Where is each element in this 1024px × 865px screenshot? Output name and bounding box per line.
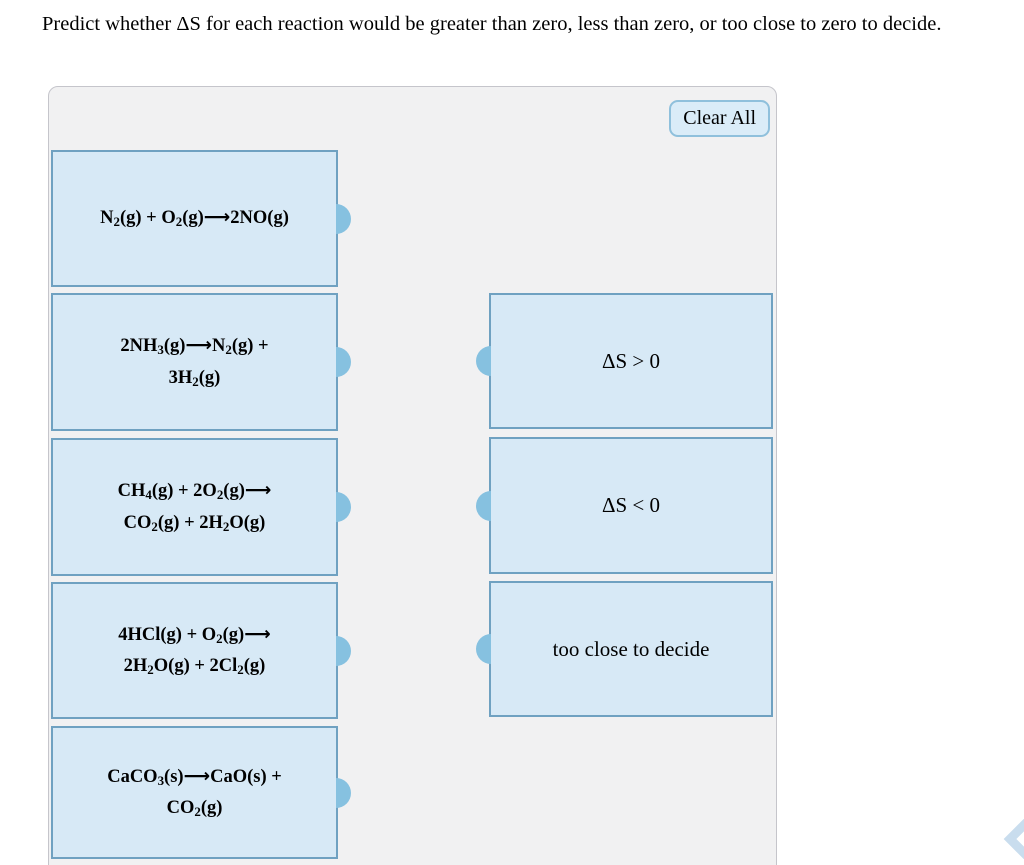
reaction-card[interactable]: CH4(g) + 2O2(g)⟶ CO2(g) + 2H2O(g) <box>51 438 351 576</box>
reaction-card[interactable]: CaCO3(s)⟶CaO(s) + CO2(g) <box>51 726 351 859</box>
answer-label: ΔS < 0 <box>601 493 661 517</box>
formula-line: N2(g) + O2(g)⟶2NO(g) <box>100 207 289 230</box>
instruction-text: Predict whether ΔS for each reaction wou… <box>42 13 942 35</box>
reaction-card[interactable]: 2NH3(g)⟶N2(g) + 3H2(g) <box>51 293 351 431</box>
connector-socket-icon <box>476 634 491 664</box>
clear-all-button[interactable]: Clear All <box>669 100 770 137</box>
formula-line: 2NH3(g)⟶N2(g) + <box>120 335 269 358</box>
reaction-formula: 2NH3(g)⟶N2(g) + 3H2(g) <box>110 330 278 394</box>
connector-tab-icon <box>336 635 351 666</box>
formula-line: CO2(g) <box>166 798 223 820</box>
connector-tab-icon <box>336 347 351 377</box>
connector-tab-icon <box>336 777 351 808</box>
answer-target[interactable]: ΔS > 0 <box>476 293 773 429</box>
matching-panel: Clear All N2(g) + O2(g)⟶2NO(g) 2NH3(g)⟶N… <box>48 86 777 865</box>
answer-label: ΔS > 0 <box>601 348 661 373</box>
connector-socket-icon <box>476 346 491 376</box>
connector-tab-icon <box>336 203 351 234</box>
reaction-card[interactable]: N2(g) + O2(g)⟶2NO(g) <box>51 150 351 287</box>
formula-line: 2H2O(g) + 2Cl2(g) <box>123 656 266 678</box>
connector-socket-icon <box>476 490 491 521</box>
formula-line: 4HCl(g) + O2(g)⟶ <box>118 623 271 646</box>
formula-line: CaCO3(s)⟶CaO(s) + <box>107 765 282 788</box>
reaction-formula: CaCO3(s)⟶CaO(s) + CO2(g) <box>97 761 292 825</box>
connector-tab-icon <box>336 492 351 522</box>
reaction-card[interactable]: 4HCl(g) + O2(g)⟶ 2H2O(g) + 2Cl2(g) <box>51 582 351 719</box>
reaction-formula: 4HCl(g) + O2(g)⟶ 2H2O(g) + 2Cl2(g) <box>108 619 280 683</box>
reaction-formula: CH4(g) + 2O2(g)⟶ CO2(g) + 2H2O(g) <box>108 475 282 539</box>
answer-label: too close to decide <box>552 636 710 661</box>
reaction-formula: N2(g) + O2(g)⟶2NO(g) <box>90 202 299 234</box>
answer-target[interactable]: too close to decide <box>476 581 773 717</box>
answer-target[interactable]: ΔS < 0 <box>476 437 773 574</box>
formula-line: CH4(g) + 2O2(g)⟶ <box>117 480 272 503</box>
formula-line: 3H2(g) <box>168 367 221 389</box>
formula-line: CO2(g) + 2H2O(g) <box>123 512 266 534</box>
chevron-left-icon[interactable] <box>1002 819 1024 859</box>
